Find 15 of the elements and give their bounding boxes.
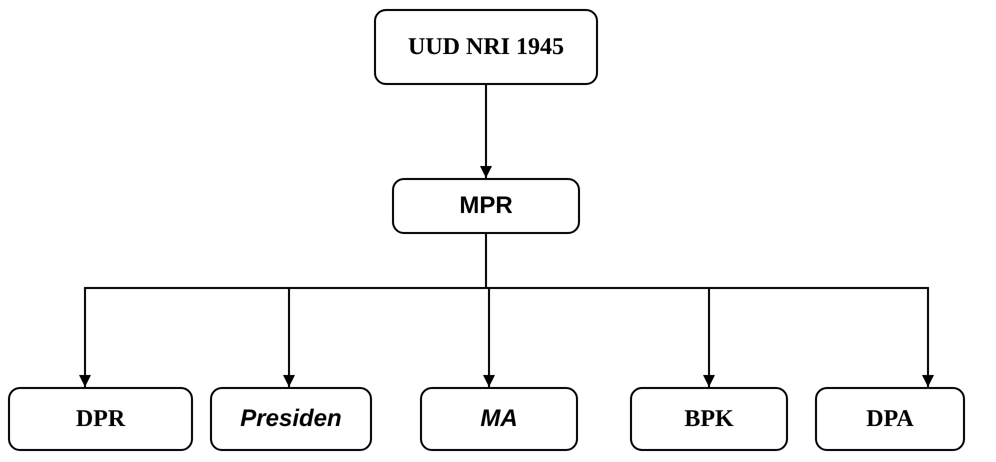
box-label: BPK [684,406,734,432]
box-label: DPR [76,406,126,432]
org-box [8,387,193,451]
org-box [630,387,788,451]
box-label: Presiden [240,405,342,433]
box-label: MA [480,405,518,433]
box-label: UUD NRI 1945 [408,34,564,60]
org-box [374,9,598,85]
org-box [815,387,965,451]
box-label: MPR [459,192,513,220]
org-box [392,178,580,234]
org-box [210,387,372,451]
org-box [420,387,578,451]
arrow [480,85,492,178]
box-label: DPA [866,406,914,432]
